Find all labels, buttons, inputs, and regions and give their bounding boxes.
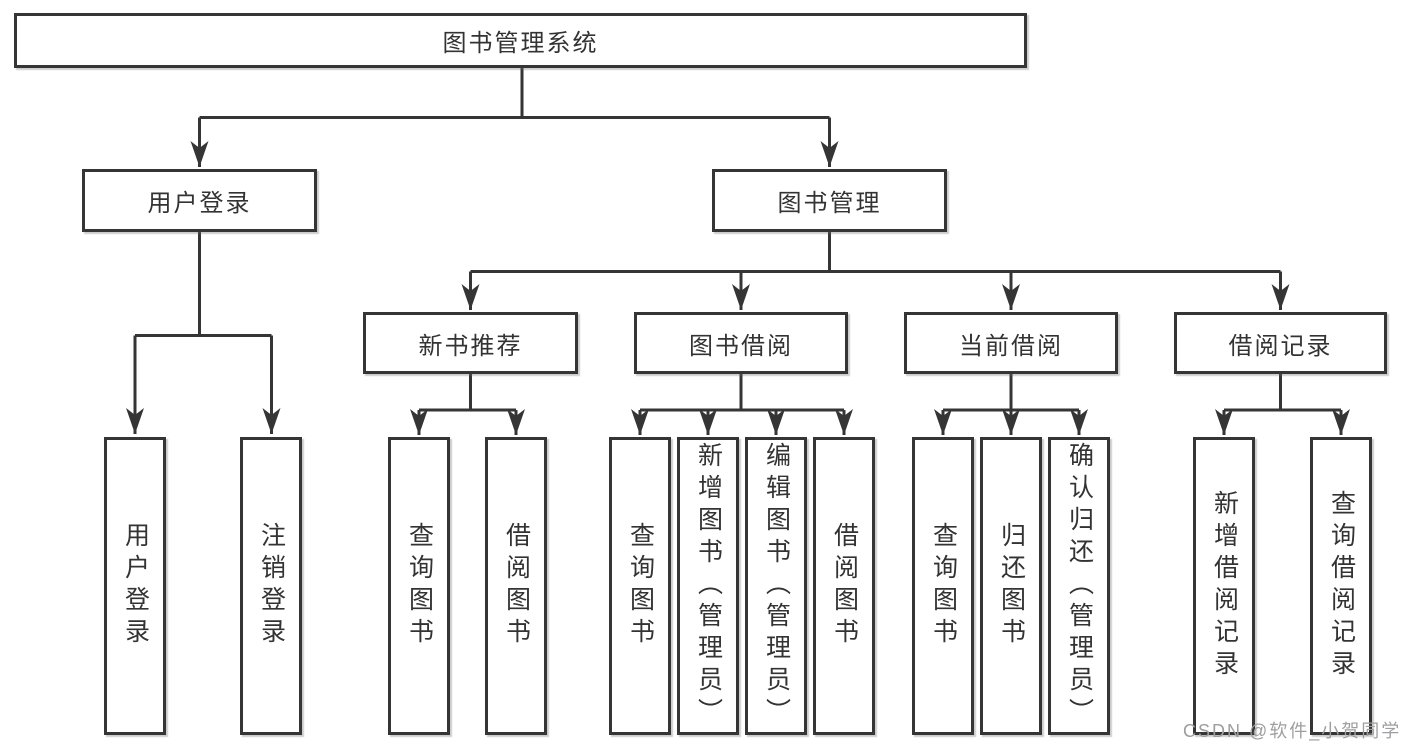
node-user-login: 用户登录 (82, 169, 317, 232)
leaf-query-borrow-record-label: 查询借阅记录 (1327, 490, 1356, 682)
leaf-borrow-books: 借阅图书 (813, 437, 875, 735)
leaf-query-borrow-record: 查询借阅记录 (1310, 437, 1372, 735)
leaf-query-books-borrow: 查询图书 (609, 437, 671, 735)
leaf-add-books-admin-label: 新增图书（管理员） (694, 442, 723, 730)
leaf-confirm-return-admin-label: 确认归还（管理员） (1065, 442, 1094, 730)
leaf-add-borrow-record: 新增借阅记录 (1193, 437, 1255, 735)
csdn-watermark: CSDN @软件_小贺同学 (1183, 721, 1402, 741)
leaf-add-borrow-record-label: 新增借阅记录 (1210, 490, 1239, 682)
leaf-query-books-recommend-label: 查询图书 (405, 522, 434, 650)
node-current-borrowing: 当前借阅 (904, 312, 1118, 374)
leaf-user-login-label: 用户登录 (121, 522, 150, 650)
leaf-add-books-admin: 新增图书（管理员） (677, 437, 739, 735)
leaf-logout-label: 注销登录 (257, 522, 286, 650)
node-new-book-recommend: 新书推荐 (363, 312, 578, 374)
leaf-query-books-current: 查询图书 (912, 437, 974, 735)
node-borrowing-records: 借阅记录 (1174, 312, 1387, 374)
leaf-user-login: 用户登录 (104, 437, 166, 735)
leaf-query-books-borrow-label: 查询图书 (626, 522, 655, 650)
leaf-query-books-recommend: 查询图书 (388, 437, 450, 735)
leaf-edit-books-admin-label: 编辑图书（管理员） (762, 442, 791, 730)
node-book-management: 图书管理 (712, 169, 947, 232)
leaf-query-books-current-label: 查询图书 (929, 522, 958, 650)
leaf-confirm-return-admin: 确认归还（管理员） (1048, 437, 1110, 735)
leaf-borrow-books-recommend-label: 借阅图书 (502, 522, 531, 650)
leaf-borrow-books-recommend: 借阅图书 (485, 437, 547, 735)
leaf-borrow-books-label: 借阅图书 (830, 522, 859, 650)
leaf-edit-books-admin: 编辑图书（管理员） (745, 437, 807, 735)
leaf-return-books-label: 归还图书 (997, 522, 1026, 650)
node-book-borrowing: 图书借阅 (634, 312, 848, 374)
leaf-logout: 注销登录 (240, 437, 302, 735)
leaf-return-books: 归还图书 (980, 437, 1042, 735)
node-library-management-system: 图书管理系统 (14, 13, 1027, 68)
